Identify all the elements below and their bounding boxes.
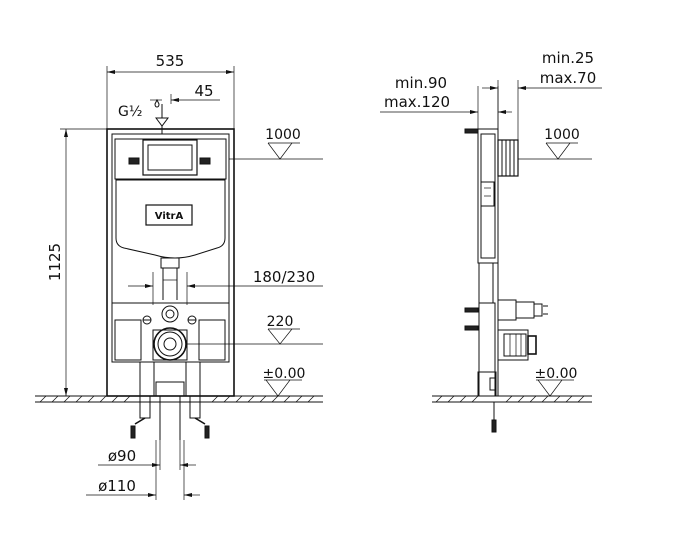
offset-dimension (150, 94, 220, 104)
height-dimension (60, 128, 107, 396)
center-dim-label: 180/230 (253, 268, 315, 286)
front-view: VitrA (35, 52, 323, 500)
level-1000-label: 1000 (265, 127, 301, 143)
depth-min-label: min.90 (395, 74, 447, 92)
water-inlet (154, 98, 169, 134)
pipe-110-dimension (86, 440, 200, 500)
width-dimension (106, 66, 235, 129)
side-view: min.90 max.120 min.25 max.70 1000 ±0.00 (380, 49, 602, 433)
wc-connection (152, 327, 188, 361)
side-water-connection (497, 299, 548, 321)
side-floor (432, 395, 592, 403)
height-dim-label: 1125 (46, 243, 64, 281)
inlet-label: G½ (118, 104, 142, 120)
brand-label: VitrA (155, 211, 184, 222)
wall-min-label: min.25 (542, 49, 594, 67)
level-220-marker (186, 328, 323, 345)
frame-legs (130, 361, 210, 440)
side-floor-level-marker (536, 379, 574, 397)
level-1000-marker (229, 142, 323, 160)
side-level-1000-marker (518, 142, 592, 160)
front-floor (35, 395, 323, 403)
side-wall-anchors (464, 128, 497, 433)
crossbar (112, 302, 229, 361)
front-floor-level-marker (264, 379, 302, 397)
front-floor-level-label: ±0.00 (263, 366, 306, 382)
depth-max-label: max.120 (384, 93, 450, 111)
side-floor-level-label: ±0.00 (535, 366, 578, 382)
side-flush-plate (497, 139, 519, 177)
width-dim-label: 535 (156, 52, 185, 70)
wall-max-label: max.70 (540, 69, 597, 87)
side-frame (477, 128, 499, 397)
side-level-1000-label: 1000 (544, 127, 580, 143)
pipe-90-label: ø90 (108, 447, 136, 465)
cistern: VitrA (115, 179, 226, 300)
wall-dimension (482, 80, 602, 140)
center-distance-dimension (128, 272, 323, 305)
flush-plate-opening (114, 138, 227, 180)
offset-dim-label: 45 (194, 82, 213, 100)
side-wc-outlet (497, 329, 537, 361)
pipe-110-label: ø110 (98, 477, 136, 495)
level-220-label: 220 (267, 314, 294, 330)
